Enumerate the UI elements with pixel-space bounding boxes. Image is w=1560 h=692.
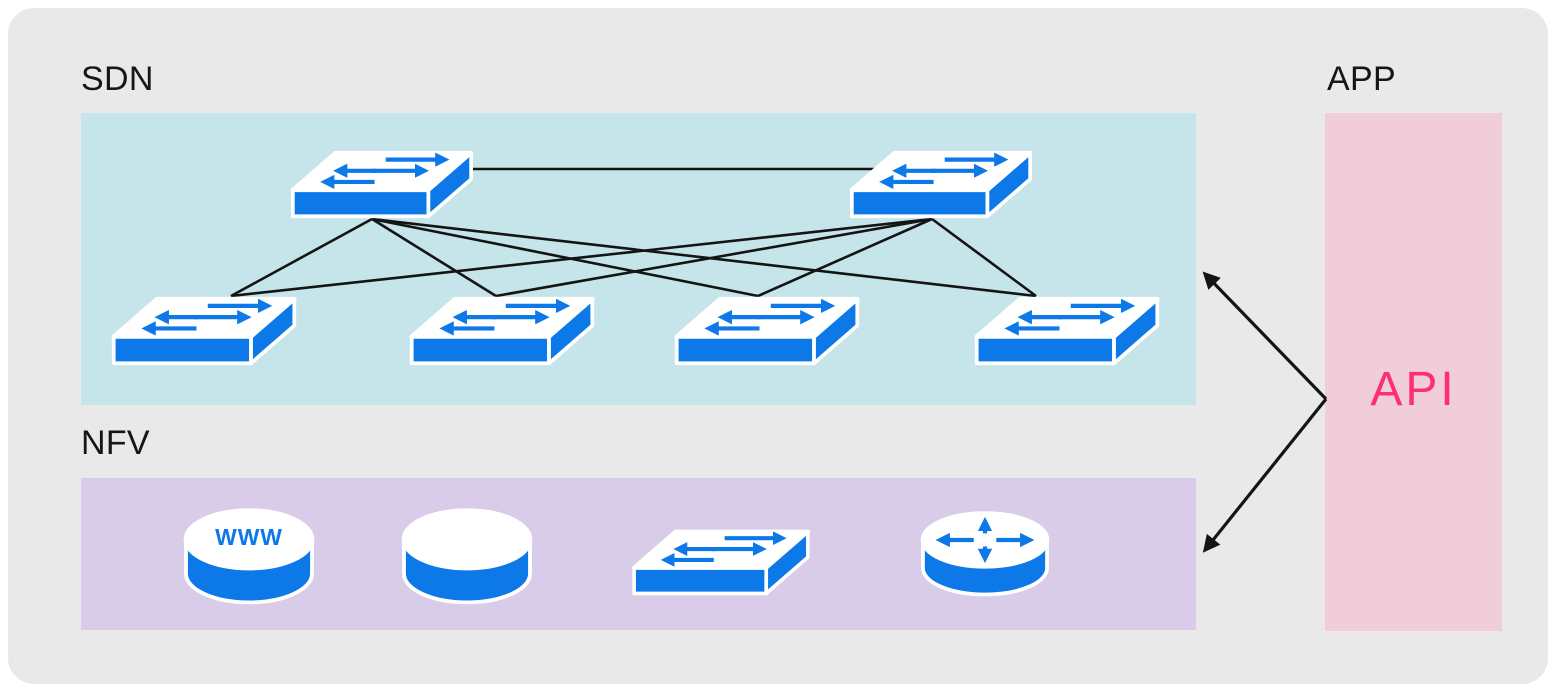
nfv-router-icon	[917, 508, 1053, 602]
sdn-leaf-switch-4-icon	[971, 288, 1163, 367]
api-label: API	[1370, 363, 1457, 416]
nfv-label: NFV	[81, 424, 150, 462]
app-label: APP	[1327, 60, 1396, 98]
sdn-label: SDN	[81, 60, 154, 98]
nfv-server-icon	[398, 505, 536, 610]
www-server-label: WWW	[215, 524, 283, 550]
sdn-spine-switch-2-icon	[846, 142, 1036, 220]
app-region	[1325, 113, 1502, 631]
sdn-topology-links	[230, 167, 1037, 298]
nfv-www-server-icon: WWW	[180, 505, 318, 610]
sdn-leaf-switch-2-icon	[406, 288, 598, 367]
nfv-switch-icon	[628, 521, 814, 597]
sdn-leaf-switch-1-icon	[108, 288, 300, 367]
sdn-spine-switch-1-icon	[287, 142, 477, 220]
api-to-nfv-arrow	[1202, 397, 1328, 553]
api-to-sdn-arrow	[1202, 271, 1328, 401]
sdn-leaf-switch-3-icon	[671, 288, 863, 367]
